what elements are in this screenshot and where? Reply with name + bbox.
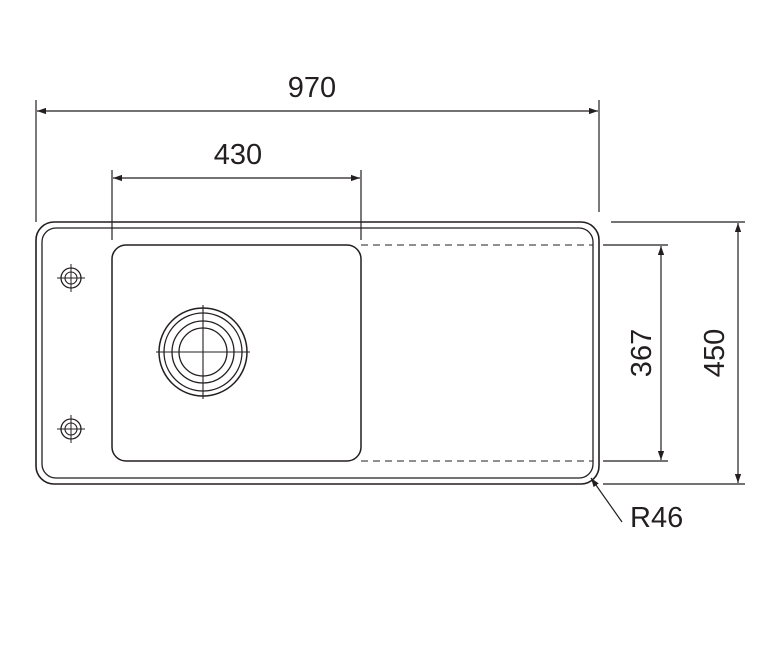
tap-hole-top bbox=[57, 264, 85, 292]
sink-outer-edge bbox=[35, 221, 600, 485]
dimension-overall-width: 970 bbox=[35, 72, 600, 222]
dimension-overall-depth: 450 bbox=[603, 221, 745, 485]
sink-bowl bbox=[111, 244, 362, 462]
tap-hole-bottom bbox=[57, 415, 85, 443]
dimension-bowl-width: 430 bbox=[111, 139, 362, 240]
bowl-width-label: 430 bbox=[214, 139, 262, 171]
sink-inner-edge bbox=[41, 227, 594, 479]
drain-fitting bbox=[156, 305, 250, 399]
overall-depth-label: 450 bbox=[699, 329, 731, 377]
dimension-bowl-depth: 367 bbox=[603, 244, 668, 462]
corner-radius-label: R46 bbox=[630, 502, 683, 534]
dimension-corner-radius: R46 bbox=[590, 477, 683, 534]
bowl-depth-label: 367 bbox=[626, 329, 658, 377]
overall-width-label: 970 bbox=[288, 72, 336, 104]
sink-outline bbox=[35, 221, 600, 485]
drainer-dashed-lines bbox=[361, 244, 593, 462]
